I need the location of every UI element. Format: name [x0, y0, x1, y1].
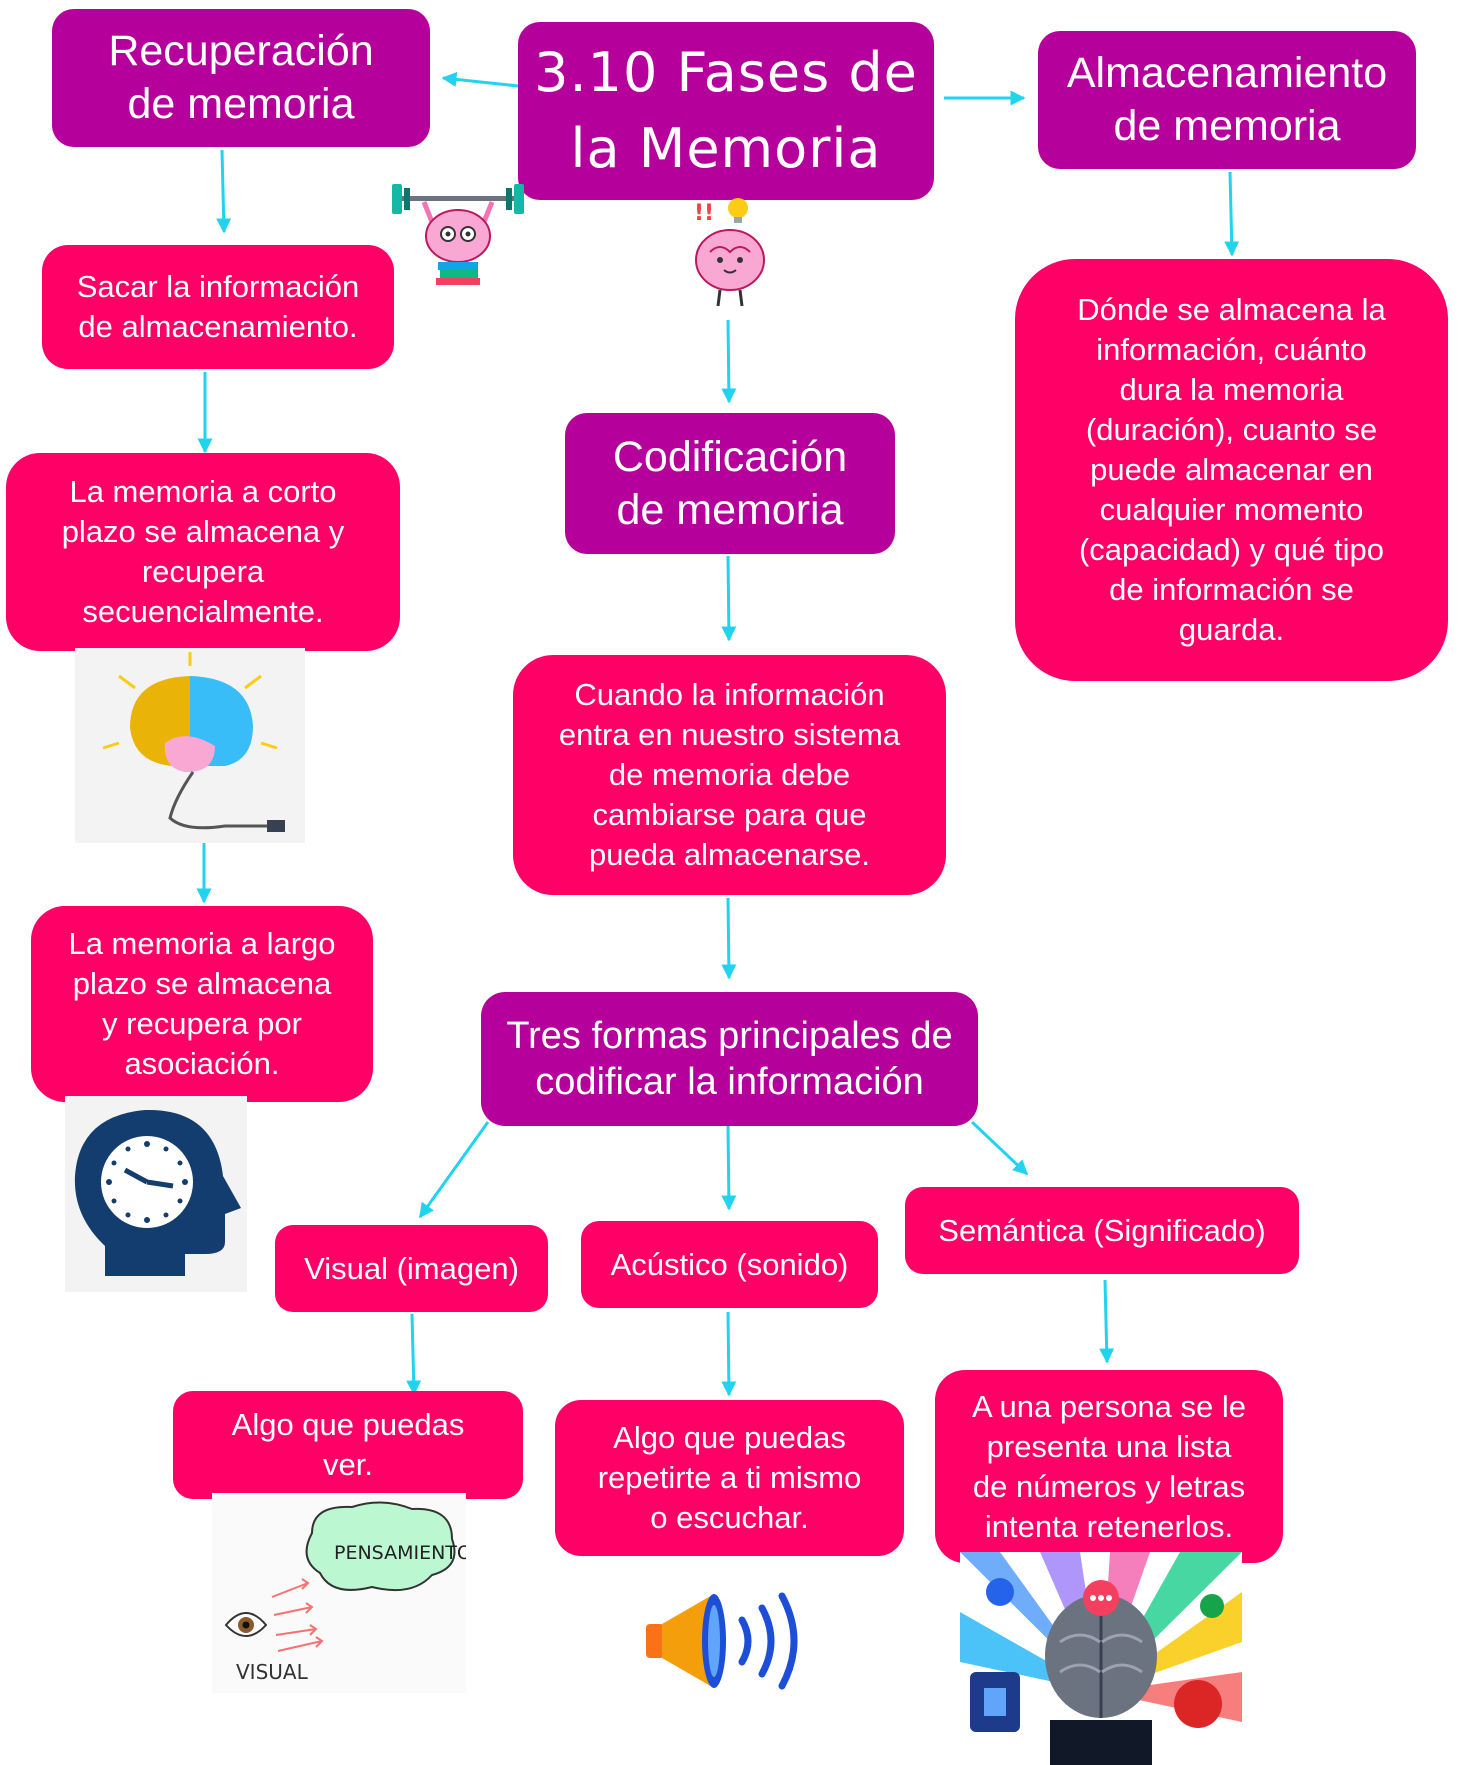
codificacion-heading-text: Codificación de memoria [612, 432, 848, 534]
recuperacion-heading-text: Recuperación de memoria [108, 27, 374, 128]
codificacion-forms-heading: Tres formas principales de codificar la … [481, 992, 978, 1126]
form-acustico-label: Acústico (sonido) [610, 1246, 849, 1282]
recuperacion-step-3: La memoria a largo plazo se almacena y r… [31, 906, 373, 1102]
recuperacion-step-2-text: La memoria a corto plazo se almacena y r… [61, 474, 345, 629]
form-acustico-detail: Algo que puedas repetirte a ti mismo o e… [555, 1400, 904, 1556]
brain-weightlifting-icon [392, 184, 524, 285]
form-semantica-detail-text: A una persona se le presenta una lista d… [971, 1388, 1247, 1544]
codificacion-forms-heading-text: Tres formas principales de codificar la … [506, 1015, 953, 1103]
almacenamiento-description: Dónde se almacena la información, cuánto… [1015, 259, 1448, 681]
form-semantica-detail: A una persona se le presenta una lista d… [935, 1370, 1283, 1563]
arrow-forms-to-semantica [970, 1120, 1029, 1176]
visual-sketch-text: VISUAL [236, 1660, 309, 1684]
arrow-recuperacion-to-step1 [216, 149, 232, 234]
almacenamiento-description-text: Dónde se almacena la información, cuánto… [1077, 292, 1386, 647]
arrow-codificacion-to-description [721, 555, 737, 642]
arrow-forms-to-visual [418, 1121, 490, 1219]
codificacion-heading: Codificación de memoria [565, 413, 895, 554]
recuperacion-step-3-text: La memoria a largo plazo se almacena y r… [68, 926, 336, 1081]
colorful-brain-lightbulb-icon [75, 648, 305, 843]
form-visual: Visual (imagen) [275, 1225, 548, 1312]
almacenamiento-heading: Almacenamiento de memoria [1038, 31, 1416, 169]
form-semantica: Semántica (Significado) [905, 1187, 1299, 1274]
arrow-brain-to-codificacion [721, 319, 737, 404]
recuperacion-step-2: La memoria a corto plazo se almacena y r… [6, 453, 400, 651]
arrow-almacenamiento-to-description [1224, 171, 1240, 257]
form-acustico-detail-text: Algo que puedas repetirte a ti mismo o e… [597, 1420, 862, 1535]
codificacion-description: Cuando la información entra en nuestro s… [513, 655, 946, 895]
svg-text:!!: !! [694, 201, 714, 226]
form-semantica-label: Semántica (Significado) [938, 1212, 1266, 1248]
page-title: 3.10 Fases de la Memoria [518, 22, 934, 200]
pensamiento-text: PENSAMIENTO [334, 1542, 466, 1564]
codificacion-description-text: Cuando la información entra en nuestro s… [558, 677, 901, 872]
arrow-title-to-recuperacion [441, 71, 519, 88]
arrow-acustico-to-detail [721, 1311, 737, 1397]
eye-thought-sketch-icon: PENSAMIENTO VISUAL [212, 1493, 472, 1693]
form-visual-detail-text: Algo que puedas ver. [231, 1407, 465, 1482]
form-acustico: Acústico (sonido) [581, 1221, 878, 1308]
arrow-forms-to-acustico [721, 1125, 737, 1211]
semantic-brain-collage-icon [960, 1552, 1242, 1765]
thinking-brain-icon: !! [694, 198, 765, 307]
recuperacion-heading: Recuperación de memoria [52, 9, 430, 147]
recuperacion-step-1: Sacar la información de almacenamiento. [42, 245, 394, 369]
arrow-visual-to-detail [406, 1313, 422, 1396]
recuperacion-step-1-text: Sacar la información de almacenamiento. [76, 269, 360, 344]
head-clock-icon [65, 1096, 247, 1292]
form-visual-label: Visual (imagen) [304, 1250, 519, 1286]
almacenamiento-heading-text: Almacenamiento de memoria [1066, 49, 1388, 150]
megaphone-icon [646, 1592, 798, 1690]
form-visual-detail: Algo que puedas ver. [173, 1391, 523, 1499]
arrow-semantica-to-detail [1099, 1279, 1115, 1364]
page-title-text: 3.10 Fases de la Memoria [534, 41, 918, 180]
arrow-description-to-forms [721, 897, 737, 980]
